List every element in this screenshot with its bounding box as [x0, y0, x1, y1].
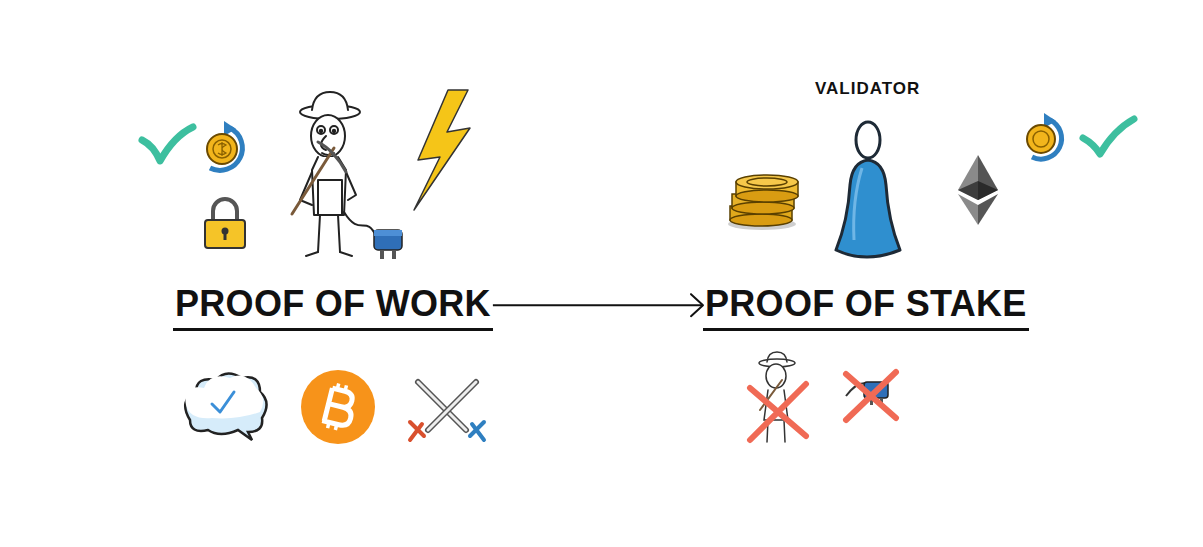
figure-label: VALIDATOR	[815, 79, 920, 99]
crossed-miner	[750, 352, 806, 442]
lightning-bolt	[414, 90, 470, 210]
crossed-plug	[846, 372, 896, 420]
ethereum-logo	[958, 155, 998, 225]
validator-figure	[836, 122, 900, 257]
heading-text: PROOF OF WORK	[175, 284, 491, 324]
coin-stack	[728, 175, 798, 230]
miner-figure	[292, 92, 376, 256]
heading-node: PROOF OF STAKE	[703, 284, 1029, 331]
arrow-connector	[493, 294, 703, 316]
bitcoin-logo	[301, 370, 375, 444]
check-mark	[1083, 119, 1134, 154]
coin-cycle-icon	[1027, 113, 1062, 159]
check-mark	[142, 127, 193, 161]
heading-node: PROOF OF WORK	[173, 284, 493, 331]
padlock-icon	[205, 199, 245, 248]
plug-icon	[374, 230, 402, 259]
crossed-swords	[410, 382, 484, 440]
coin-cycle-icon	[207, 121, 242, 170]
heading-text: PROOF OF STAKE	[705, 284, 1027, 324]
brain-check-icon	[185, 373, 266, 440]
